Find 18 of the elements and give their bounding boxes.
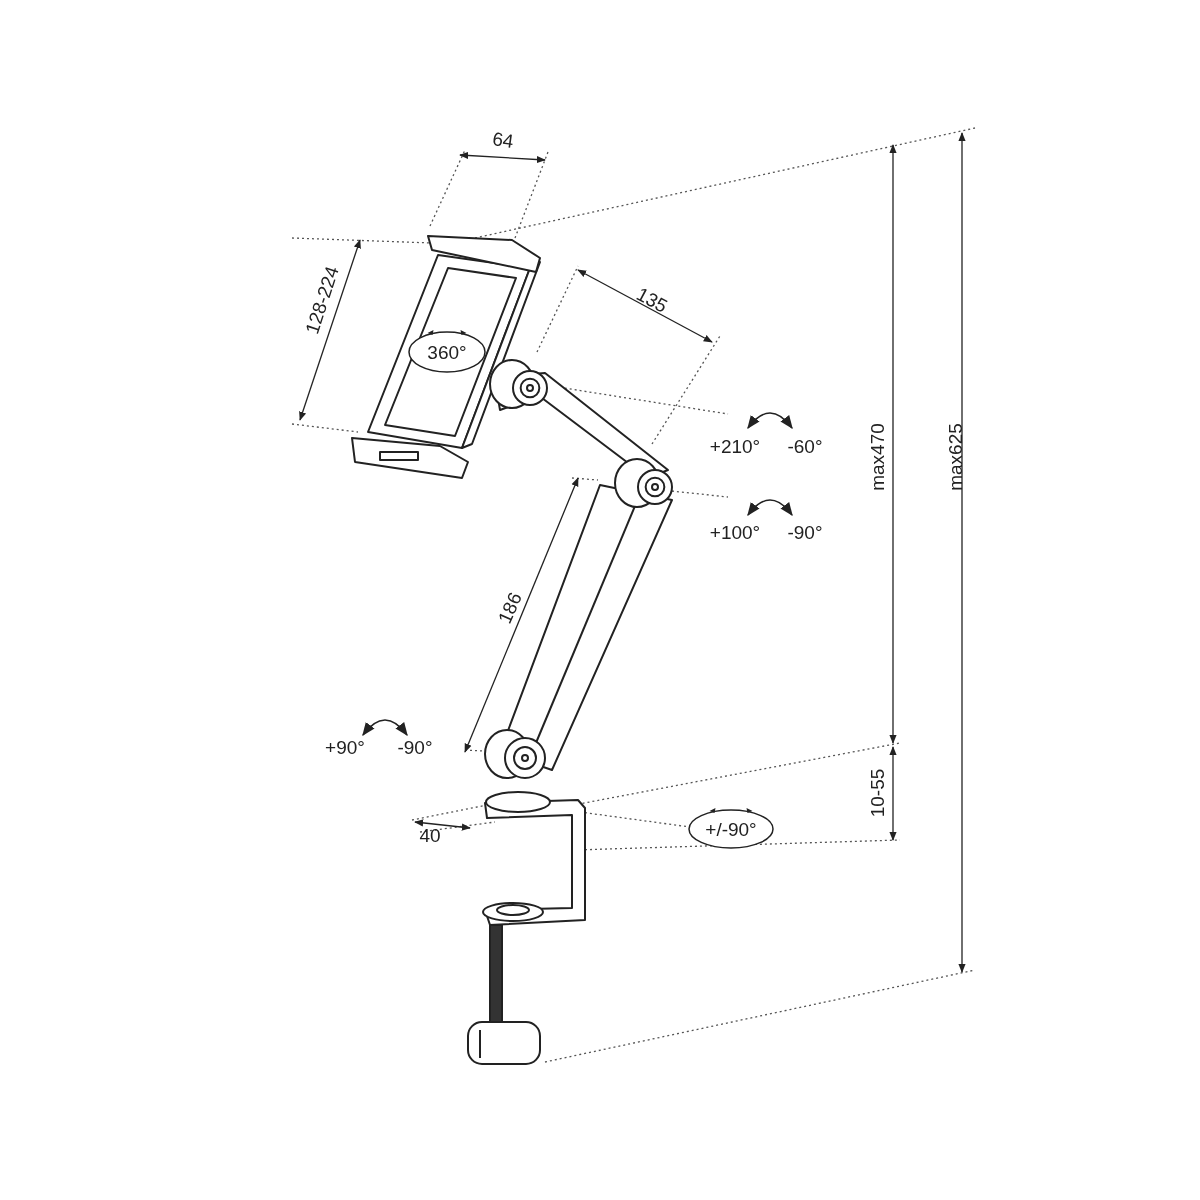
- rotation-angle-label: -60°: [787, 436, 823, 456]
- dimension-label: 128-224: [302, 263, 342, 337]
- dimension-label: 10-55: [867, 768, 887, 818]
- dimension-label: 40: [419, 825, 441, 845]
- dimension-label: max625: [945, 423, 965, 491]
- rotation-angle-label: +100°: [709, 522, 761, 542]
- rotation-angle-label: +210°: [709, 436, 761, 456]
- dimension-label: max470: [867, 423, 887, 491]
- dimension-label: 135: [633, 284, 671, 316]
- rotation-angle-label: +90°: [325, 737, 365, 757]
- rotation-angle-label: +/-90°: [705, 819, 757, 839]
- rotation-ellipse: [688, 809, 774, 849]
- rotation-angle-label: -90°: [787, 522, 823, 542]
- rotation-ellipse: [408, 331, 486, 373]
- rotation-angle-label: -90°: [397, 737, 433, 757]
- dimension-label: 186: [494, 589, 526, 627]
- rotation-angle-label: 360°: [427, 342, 467, 362]
- dimension-label: 64: [491, 129, 515, 151]
